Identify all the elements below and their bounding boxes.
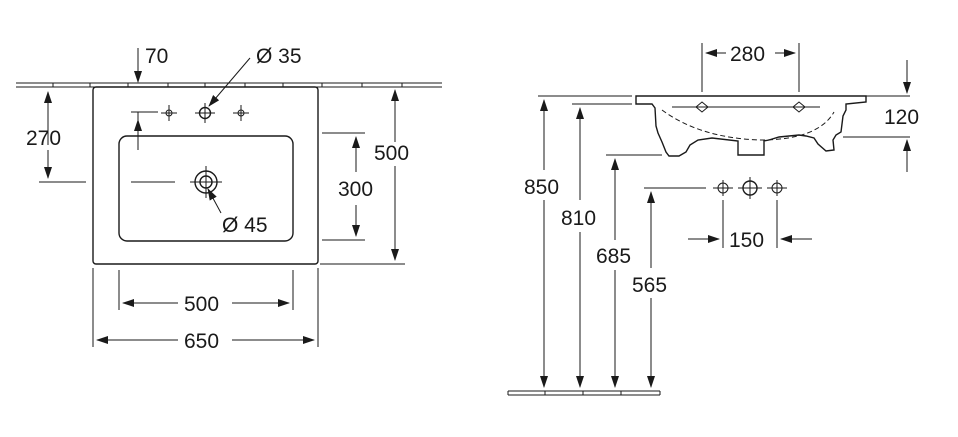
svg-text:565: 565 [632, 274, 667, 297]
svg-text:300: 300 [338, 178, 373, 201]
floor-line [507, 390, 661, 396]
dim-270: 270 [26, 91, 86, 183]
svg-text:500: 500 [184, 293, 219, 316]
dim-150: 150 [688, 200, 812, 252]
svg-text:685: 685 [596, 245, 631, 268]
svg-text:70: 70 [145, 45, 168, 68]
svg-text:280: 280 [730, 43, 765, 66]
svg-text:270: 270 [26, 127, 61, 150]
svg-text:850: 850 [524, 176, 559, 199]
svg-text:Ø 45: Ø 45 [222, 214, 268, 237]
dim-280: 280 [701, 43, 800, 92]
tap-hole-center [195, 103, 215, 123]
dim-850: 850 [524, 95, 632, 388]
svg-text:120: 120 [884, 106, 919, 129]
dim-810: 810 [561, 103, 632, 388]
dim-500-width: 500 [118, 270, 294, 316]
svg-text:810: 810 [561, 207, 596, 230]
svg-text:Ø 35: Ø 35 [256, 45, 302, 68]
basin-side-profile [635, 95, 867, 157]
tap-hole-left [161, 105, 177, 121]
dim-tap-hole-diameter: Ø 35 [208, 45, 302, 107]
dim-300: 300 [322, 132, 373, 241]
supply-outlets [713, 177, 787, 199]
svg-text:150: 150 [729, 229, 764, 252]
drain-hole [190, 166, 222, 198]
dim-565: 565 [632, 187, 706, 388]
dim-120: 120 [843, 60, 919, 172]
svg-text:500: 500 [374, 142, 409, 165]
tap-hole-right [233, 105, 249, 121]
basin-outline [92, 86, 319, 265]
side-view: 280 120 850 810 685 [507, 43, 919, 396]
top-view: 70 Ø 35 270 500 300 [16, 45, 442, 353]
dim-685: 685 [596, 154, 662, 388]
svg-text:650: 650 [184, 330, 219, 353]
dim-650: 650 [92, 268, 319, 353]
dim-500-depth: 500 [320, 89, 409, 265]
basin-bowl [118, 135, 294, 242]
dim-70: 70 [131, 45, 168, 150]
dim-drain-diameter: Ø 45 [207, 188, 268, 237]
